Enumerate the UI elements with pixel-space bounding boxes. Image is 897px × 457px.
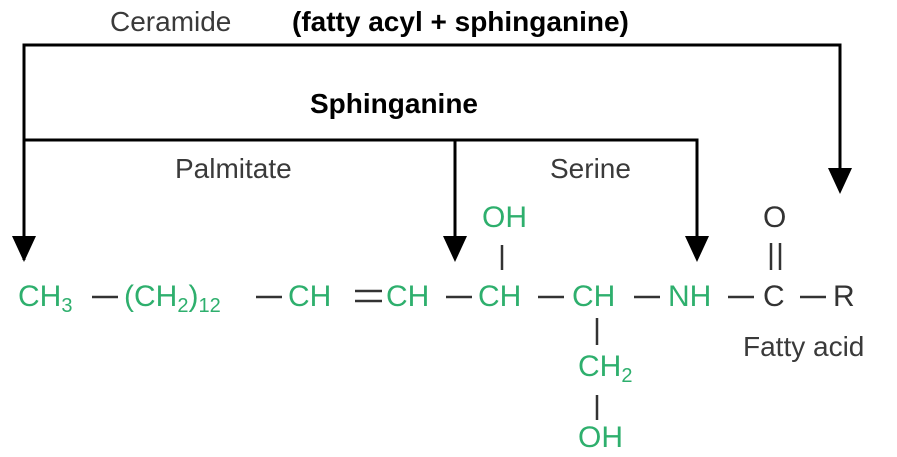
sphinganine-bracket bbox=[24, 138, 699, 240]
palmitate-arrowhead-left bbox=[12, 236, 36, 262]
r-group: R bbox=[833, 280, 855, 313]
sphinganine-label: Sphinganine bbox=[310, 88, 478, 119]
ceramide-bracket bbox=[22, 43, 842, 260]
carbonyl-oxygen: O bbox=[763, 201, 787, 234]
ch-hydroxyl-carbon: CH bbox=[478, 280, 522, 313]
ch-alkene-1: CH bbox=[288, 280, 332, 313]
nh-group: NH bbox=[668, 280, 712, 313]
chain-bonds bbox=[92, 243, 826, 420]
ceramide-arrowhead-right bbox=[828, 168, 852, 194]
serine-arrowhead bbox=[685, 236, 709, 262]
ch3-group: CH3 bbox=[18, 280, 73, 317]
ch2-branch-group: CH2 bbox=[578, 350, 633, 387]
sphinganine-arrowhead-middle bbox=[443, 236, 467, 262]
palmitate-label: Palmitate bbox=[175, 153, 292, 184]
oh-top-group: OH bbox=[482, 201, 527, 234]
fatty-acid-label: Fatty acid bbox=[743, 331, 865, 362]
ch-alkene-2: CH bbox=[386, 280, 430, 313]
carbonyl-carbon: C bbox=[763, 280, 785, 313]
oh-bottom-group: OH bbox=[578, 421, 623, 454]
ch-amine-carbon: CH bbox=[572, 280, 616, 313]
ceramide-label: Ceramide bbox=[110, 6, 232, 37]
ceramide-note: (fatty acyl + sphinganine) bbox=[292, 6, 629, 37]
ch2-repeat-group: (CH2)12 bbox=[124, 280, 221, 317]
serine-label: Serine bbox=[550, 153, 631, 184]
